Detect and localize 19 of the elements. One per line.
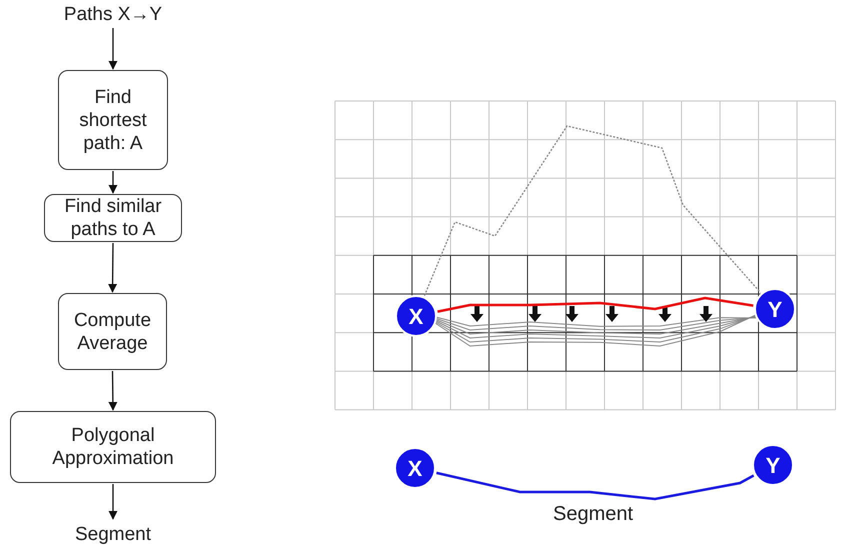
flow-text: Paths X→Y [32, 1, 194, 27]
endpoint-circle: X [394, 447, 436, 489]
endpoint-circle: Y [754, 288, 796, 330]
arrow [108, 243, 118, 293]
arrow [108, 371, 118, 411]
endpoint-circle: X [395, 295, 437, 337]
arrow [108, 171, 118, 194]
caption-text: Segment [553, 503, 634, 526]
flow-text: Segment [40, 520, 186, 548]
path-line [424, 125, 761, 296]
endpoint-circle: Y [752, 444, 794, 486]
process-box: Find similar paths to A [44, 194, 182, 242]
arrow [108, 28, 118, 70]
path-line [436, 472, 754, 500]
process-box: Compute Average [58, 293, 167, 370]
arrow [108, 484, 118, 520]
process-box: Polygonal Approximation [10, 411, 216, 483]
process-box: Find shortest path: A [58, 70, 168, 170]
path-line [437, 296, 754, 313]
